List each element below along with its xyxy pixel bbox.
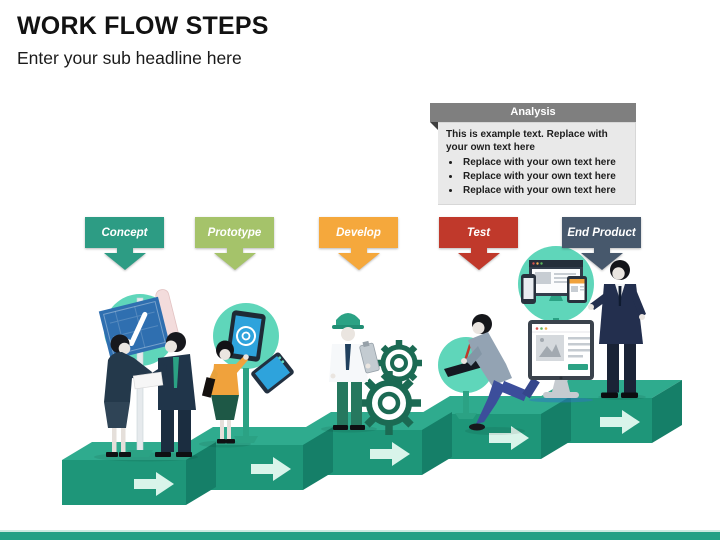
page-title: WORK FLOW STEPS [17,12,269,40]
clipboard-icon [359,340,380,374]
step-arrow-icon [370,442,410,466]
person-businessman-end-product [588,260,646,398]
stage-tab-end-product: End Product [562,217,641,270]
stage-tab-concept: Concept [85,217,164,270]
analysis-bullet-list: Replace with your own text here Replace … [446,156,628,197]
stage-tab-label: End Product [562,217,641,248]
down-arrow-icon [580,253,623,270]
person-runner-test [461,314,546,431]
stage-tab-neck [116,248,133,253]
step-arrow-icon [134,472,174,496]
stage-tab-prototype: Prototype [195,217,274,270]
stage-tab-neck [350,248,367,253]
stage-tab-label: Test [439,217,518,248]
person-woman-concept [104,334,154,457]
stage-tab-label: Prototype [195,217,274,248]
step-arrow-icon [600,410,640,434]
page-subtitle: Enter your sub headline here [17,48,242,68]
analysis-intro-text: This is example text. Replace with your … [446,129,608,154]
down-arrow-icon [457,253,500,270]
test-scene [438,314,546,435]
shared-papers [132,371,164,390]
stage-tab-test: Test [439,217,518,270]
stage-tab-label: Develop [319,217,398,248]
tablet-touch-icon [226,310,266,362]
step-arrow-icon [251,457,291,481]
analysis-callout-body: This is example text. Replace with your … [438,122,636,205]
stage-tab-neck [470,248,487,253]
hard-hat-icon [336,313,360,326]
handheld-tablet-icon [251,352,294,394]
analysis-bullet: Replace with your own text here [461,184,628,197]
analysis-bullet: Replace with your own text here [461,156,628,169]
concept-scene [94,289,198,462]
stage-tab-neck [226,248,243,253]
stage-tab-develop: Develop [319,217,398,270]
workflow-steps-illustration [62,246,682,505]
analysis-callout-fold [430,122,438,130]
responsive-devices-icon [521,260,587,304]
down-arrow-icon [103,253,146,270]
down-arrow-icon [337,253,380,270]
end-product-scene [518,246,646,403]
stage-tab-label: Concept [85,217,164,248]
person-woman-prototype [201,340,249,444]
analysis-callout-header: Analysis [430,103,636,122]
stage-tab-neck [593,248,610,253]
desktop-monitor [528,320,594,398]
slide-footer-accent-bar [0,530,720,540]
down-arrow-icon [213,253,256,270]
step-arrow-icon [489,426,529,450]
prototype-scene [199,303,294,448]
develop-scene [321,313,422,435]
person-engineer-develop [329,313,380,430]
analysis-bullet: Replace with your own text here [461,170,628,183]
